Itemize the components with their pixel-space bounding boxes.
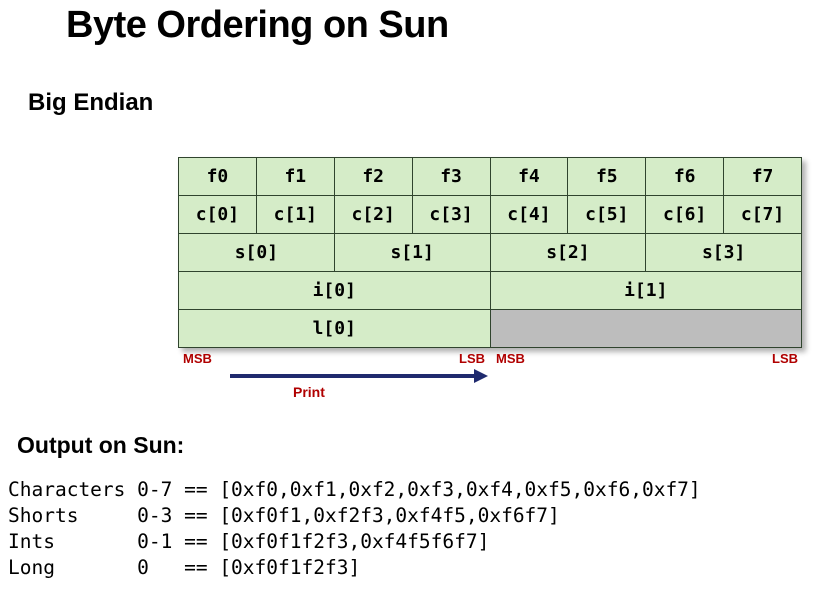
table-cell: l[0] <box>178 309 491 348</box>
table-cell: f3 <box>411 157 491 196</box>
table-cell: c[6] <box>645 195 725 234</box>
table-cell: s[3] <box>645 233 802 272</box>
table-cell: c[1] <box>255 195 335 234</box>
msb-label-left: MSB <box>183 351 212 366</box>
table-cell: f4 <box>489 157 569 196</box>
table-row: i[0]i[1] <box>178 271 802 310</box>
table-cell-empty <box>489 309 802 348</box>
table-cell: c[2] <box>333 195 413 234</box>
msb-label-right: MSB <box>496 351 525 366</box>
lsb-label-left: LSB <box>459 351 485 366</box>
output-line: Shorts 0-3 == [0xf0f1,0xf2f3,0xf4f5,0xf6… <box>8 504 560 527</box>
table-cell: c[7] <box>723 195 802 234</box>
page-title: Byte Ordering on Sun <box>66 4 449 46</box>
table-cell: s[1] <box>333 233 491 272</box>
table-cell: c[0] <box>178 195 257 234</box>
table-cell: f1 <box>255 157 335 196</box>
table-cell: f5 <box>567 157 647 196</box>
output-line: Characters 0-7 == [0xf0,0xf1,0xf2,0xf3,0… <box>8 478 701 501</box>
table-cell: i[0] <box>178 271 491 310</box>
table-cell: s[0] <box>178 233 335 272</box>
output-line: Ints 0-1 == [0xf0f1f2f3,0xf4f5f6f7] <box>8 530 490 553</box>
table-cell: f6 <box>645 157 725 196</box>
output-heading: Output on Sun: <box>17 432 185 458</box>
table-cell: c[3] <box>411 195 491 234</box>
table-cell: s[2] <box>489 233 647 272</box>
console-output-block: Characters 0-7 == [0xf0,0xf1,0xf2,0xf3,0… <box>8 477 701 581</box>
table-row: s[0]s[1]s[2]s[3] <box>178 233 802 272</box>
table-cell: f2 <box>333 157 413 196</box>
endianness-label: Big Endian <box>28 89 154 116</box>
print-arrow-label: Print <box>293 384 325 400</box>
print-direction-arrow-icon <box>230 369 488 383</box>
output-line: Long 0 == [0xf0f1f2f3] <box>8 556 361 579</box>
table-row: l[0] <box>178 309 802 348</box>
table-cell: i[1] <box>489 271 802 310</box>
table-cell: c[5] <box>567 195 647 234</box>
table-cell: f0 <box>178 157 257 196</box>
table-cell: c[4] <box>489 195 569 234</box>
table-row: c[0]c[1]c[2]c[3]c[4]c[5]c[6]c[7] <box>178 195 802 234</box>
table-cell: f7 <box>723 157 802 196</box>
lsb-label-right: LSB <box>772 351 798 366</box>
